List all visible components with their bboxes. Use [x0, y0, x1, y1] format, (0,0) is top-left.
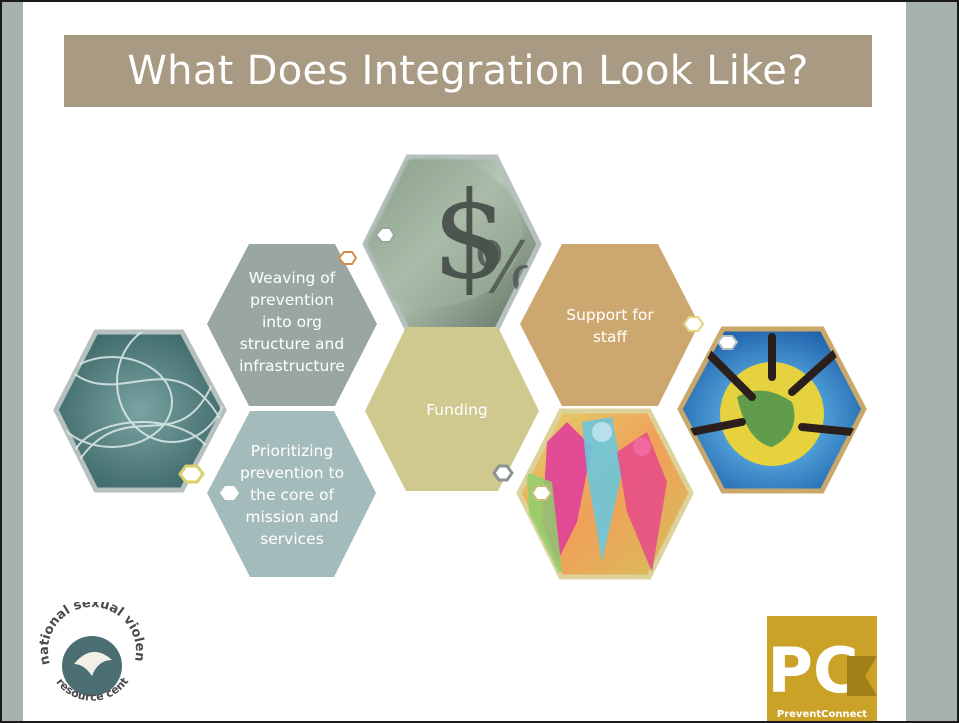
- weaving-line-4: structure and: [240, 335, 344, 353]
- right-side-strip: [906, 2, 957, 721]
- prioritizing-line-5: services: [260, 530, 324, 548]
- light-curves-image-hexagon: [53, 329, 227, 493]
- svg-text:$: $: [432, 167, 508, 306]
- weaving-line-1: Weaving of: [249, 269, 336, 287]
- funding-label: Funding: [426, 401, 488, 419]
- left-side-strip: [2, 2, 23, 721]
- support-line-2: staff: [593, 328, 628, 346]
- weaving-line-2: prevention: [250, 291, 334, 309]
- prioritizing-prevention-hexagon: Prioritizing prevention to the core of m…: [207, 411, 376, 577]
- preventconnect-label: PreventConnect: [777, 709, 867, 720]
- prioritizing-line-1: Prioritizing: [251, 442, 333, 460]
- prioritizing-line-4: mission and: [245, 508, 338, 526]
- svg-text:%: %: [474, 227, 541, 309]
- prioritizing-line-2: prevention to: [240, 464, 344, 482]
- money-image-hexagon: $ %: [362, 154, 542, 334]
- support-for-staff-hexagon: Support for staff: [520, 244, 705, 406]
- preventconnect-logo: PC PreventConnect: [767, 616, 877, 721]
- title-bar: What Does Integration Look Like?: [64, 35, 872, 107]
- prioritizing-line-3: the core of: [250, 486, 334, 504]
- slide-title: What Does Integration Look Like?: [127, 48, 809, 94]
- funding-hexagon: Funding: [365, 327, 539, 491]
- nsvrc-logo: national sexual violence resource center: [32, 602, 147, 704]
- pc-mark: PC: [768, 634, 859, 707]
- paper-people-image-hexagon: [516, 408, 694, 580]
- weaving-prevention-hexagon: Weaving of prevention into org structure…: [207, 244, 377, 406]
- weaving-line-3: into org: [262, 313, 322, 331]
- support-line-1: Support for: [566, 306, 654, 324]
- hands-globe-image-hexagon: [677, 326, 867, 494]
- weaving-line-5: infrastructure: [239, 357, 345, 375]
